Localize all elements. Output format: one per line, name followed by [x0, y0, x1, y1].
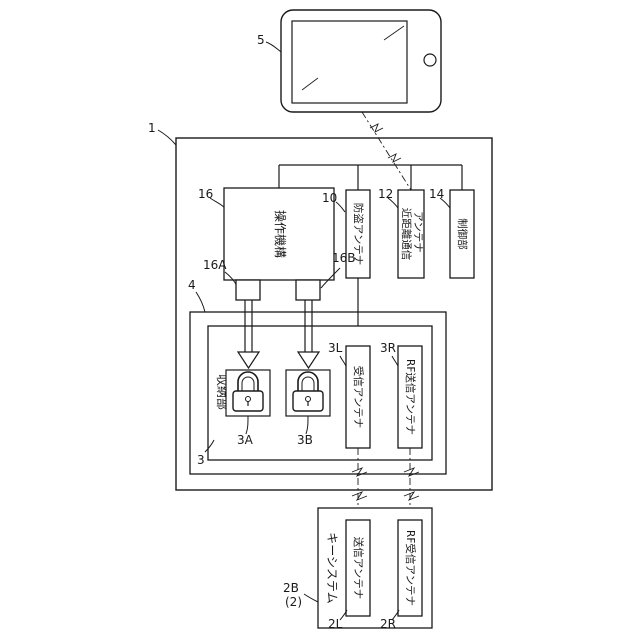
ref-label-4: 4 — [188, 278, 196, 292]
operation-mechanism-label: 操作機構 — [273, 210, 288, 258]
signal-zigzag — [352, 492, 367, 500]
leader-2B — [304, 594, 318, 602]
receive-antenna-label: 受信アンテナ — [352, 366, 364, 429]
ref-label-3R: 3R — [380, 341, 396, 355]
ref-label-16B: 16B — [332, 251, 356, 265]
ref-label-5: 5 — [257, 33, 265, 47]
leader-1 — [158, 130, 176, 145]
padlock-icon — [286, 370, 330, 416]
signal-zigzag — [352, 468, 367, 476]
ref-label-2: (2) — [285, 595, 302, 609]
signal-zigzag — [404, 492, 419, 500]
ref-label-3B: 3B — [297, 433, 313, 447]
tablet-device — [281, 10, 441, 112]
ref-label-2B: 2B — [283, 581, 299, 595]
ref-label-10: 10 — [322, 191, 337, 205]
ref-label-16A: 16A — [203, 258, 227, 272]
ref-label-1: 1 — [148, 121, 156, 135]
controller-label: 制御部 — [456, 218, 469, 250]
short-range-antenna-label-2: アンテナ — [412, 211, 424, 253]
tablet-home-button — [424, 54, 436, 66]
tablet-screen — [292, 21, 407, 103]
wireless-link-tablet — [362, 112, 411, 190]
short-range-antenna-label-1: 近距離通信 — [400, 208, 413, 261]
ref-label-3L: 3L — [328, 341, 343, 355]
key-rf-receive-antenna-label: RF受信アンテナ — [404, 530, 416, 606]
ref-label-16: 16 — [198, 187, 213, 201]
padlock-icon — [226, 370, 270, 416]
rf-transmit-antenna-label: RF送信アンテナ — [404, 359, 417, 435]
signal-zigzag — [404, 468, 419, 476]
ref-label-3: 3 — [197, 453, 205, 467]
key-transmit-antenna-label: 送信アンテナ — [352, 537, 365, 600]
ref-label-3A: 3A — [237, 433, 254, 447]
signal-zigzag — [388, 154, 401, 162]
ref-label-12: 12 — [378, 187, 393, 201]
output-terminal-16B — [296, 280, 320, 300]
key-system-label: キーシステム — [325, 532, 339, 603]
ref-label-14: 14 — [429, 187, 444, 201]
ref-label-2R: 2R — [380, 617, 396, 631]
leader-5 — [266, 42, 281, 52]
leader-10 — [336, 202, 345, 212]
leader-4 — [196, 292, 205, 312]
output-terminal-16A — [236, 280, 260, 300]
